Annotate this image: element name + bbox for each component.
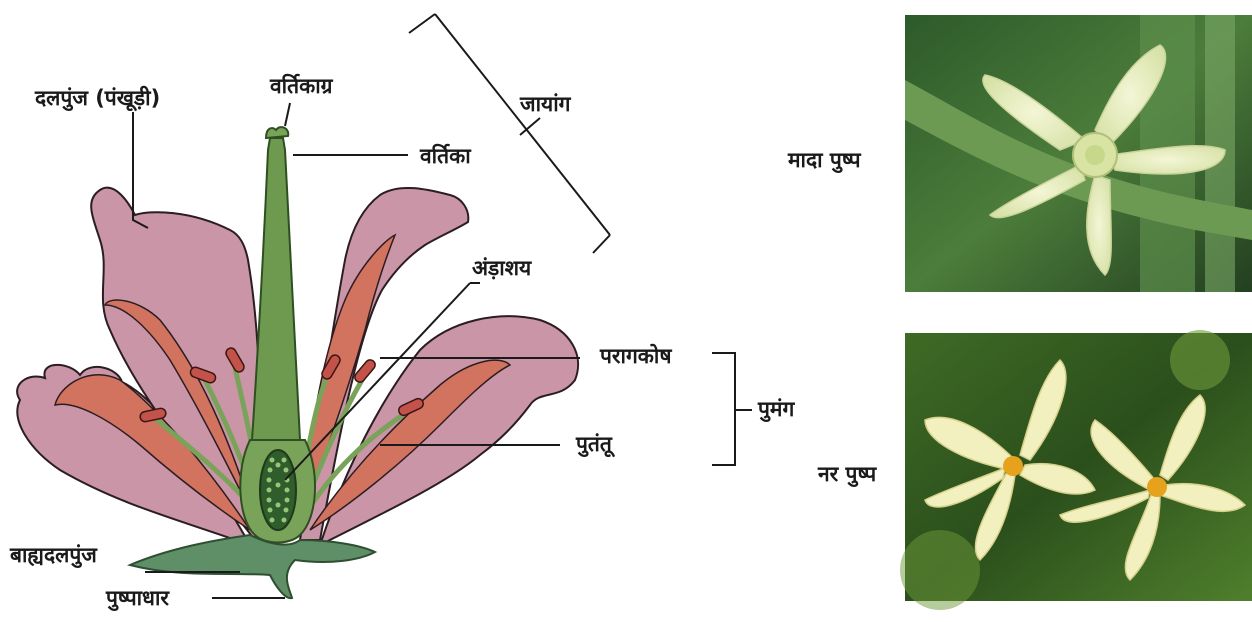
male-flower-label: नर पुष्प [818,464,876,485]
stigma-tip [266,127,288,138]
female-flower-photo [905,15,1252,292]
receptacle-label: पुष्पाधार [106,588,169,609]
anther-label: परागकोष [600,346,671,367]
style-label: वर्तिका [420,146,471,167]
petals-label: दलपुंज (पंखूड़ी) [35,88,160,109]
sepals-label: बाह्यदलपुंज [10,545,97,566]
gynoecium-label: जायांग [520,94,570,115]
female-flower-label: मादा पुष्प [788,150,861,171]
ovary-chamber [260,450,296,530]
stigma-label: वर्तिकाग्र [270,76,333,97]
androecium-label: पुमंग [758,399,794,420]
style-stalk [252,138,300,440]
flower-diagram [17,127,578,598]
filament-label: पुतंतू [576,434,612,455]
male-flower-photo [900,330,1252,610]
ovary-label: अंड़ाशय [472,258,531,279]
